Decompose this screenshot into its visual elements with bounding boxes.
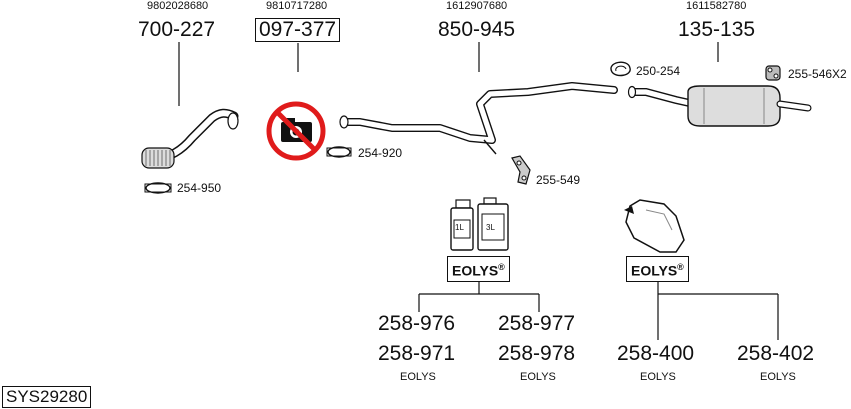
oe-number: 1611582780 [686,0,747,12]
part-number-258-400[interactable]: 258-400 [617,342,695,365]
part-number-258-978[interactable]: 258-978 [498,342,576,365]
part-number-258-976[interactable]: 258-976 [378,312,456,335]
fitting-number[interactable]: 255-549 [536,173,581,187]
part-number-135-135[interactable]: 135-135 [678,18,756,41]
part-number-700-227[interactable]: 700-227 [138,18,216,41]
fitting-number[interactable]: 254-950 [177,181,222,195]
no-photo-icon [266,101,326,161]
part-number-258-977[interactable]: 258-977 [498,312,576,335]
intermediate-pipe[interactable] [339,82,618,155]
oe-number: 1612907680 [446,0,508,12]
brand-name: EOLYS [452,262,499,279]
part-number-850-945[interactable]: 850-945 [438,18,516,41]
item-label: EOLYS [400,371,436,383]
registered-mark: ® [498,262,505,272]
eolys-brand-box: EOLYS® [626,256,689,282]
can-3l-icon [477,197,509,251]
item-label: EOLYS [520,371,556,383]
bottle-1l-icon [450,199,474,251]
item-label: EOLYS [760,371,796,383]
can-capacity: 3L [486,223,495,232]
item-label: EOLYS [640,371,676,383]
clamp-254-950-icon [144,182,172,194]
clamp-250-254-icon [610,61,631,77]
eolys-brand-box: EOLYS® [447,256,510,282]
oe-number: 9810717280 [266,0,328,12]
system-id: SYS29280 [2,386,92,408]
part-number-258-971[interactable]: 258-971 [378,342,456,365]
oe-number: 9802028680 [147,0,209,12]
group-2-connectors [657,280,779,340]
brand-name: EOLYS [631,262,678,279]
registered-mark: ® [677,262,684,272]
fitting-number[interactable]: 250-254 [636,64,681,78]
part-number-097-377[interactable]: 097-377 [255,18,341,42]
additive-tank-icon [624,199,685,253]
rear-silencer[interactable] [627,85,812,127]
fitting-number[interactable]: 255-546X2 [788,67,847,81]
front-flex-pipe[interactable] [141,108,239,169]
part-number-258-402[interactable]: 258-402 [737,342,815,365]
bottle-capacity: 1L [455,223,464,232]
clamp-254-920-icon [326,146,352,158]
rubber-mount-255-546-icon [765,65,781,81]
fitting-number[interactable]: 254-920 [358,146,403,160]
group-1-connectors [418,278,540,312]
hanger-255-549-icon [511,155,531,185]
